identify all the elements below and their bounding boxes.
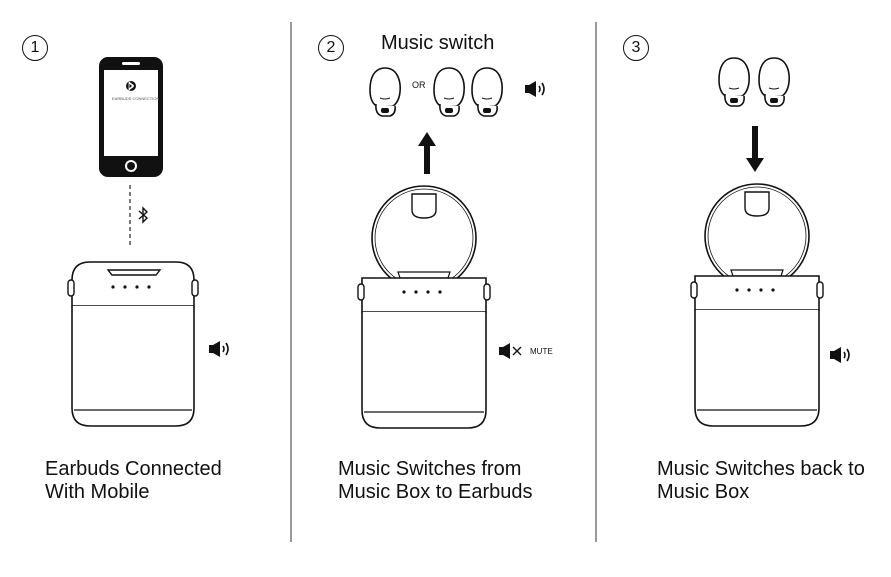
step-2-caption: Music Switches from Music Box to Earbuds	[338, 458, 533, 504]
step-2-caption-line-1: Music Switches from	[338, 458, 522, 480]
panel-divider-2	[595, 22, 597, 542]
phone-icon	[99, 57, 163, 177]
music-box-open	[690, 183, 824, 427]
step-3-panel: 3 Music Switches back to	[597, 0, 891, 577]
speaker-icon	[525, 81, 545, 97]
step-number-3: 3	[623, 35, 649, 61]
panel-divider-1	[290, 22, 292, 542]
earbud-icon	[433, 67, 465, 117]
step-1-caption-line-2: With Mobile	[45, 481, 150, 503]
step-1-caption-line-1: Earbuds Connected	[45, 458, 222, 480]
earbud-icon	[758, 57, 790, 107]
step-number-2: 2	[318, 35, 344, 61]
step-3-caption-line-1: Music Switches back to	[657, 458, 865, 480]
arrow-up-icon	[418, 132, 436, 174]
or-label: OR	[412, 80, 426, 90]
arrow-down-icon	[746, 126, 764, 172]
phone-screen-text: EARBUDS CONNECTION	[112, 96, 160, 101]
earbud-icon	[718, 57, 750, 107]
step-1-panel: 1 EARBUDS CONNECTION Earbuds Connected	[0, 0, 290, 577]
step-2-title: Music switch	[381, 32, 495, 54]
speaker-icon	[830, 347, 850, 363]
step-3-caption: Music Switches back to Music Box	[657, 458, 865, 504]
music-box-open	[357, 185, 491, 429]
step-number-1: 1	[22, 35, 48, 61]
mute-label: MUTE	[530, 347, 553, 356]
speaker-icon	[209, 341, 229, 357]
step-3-caption-line-2: Music Box	[657, 481, 750, 503]
speaker-mute-icon	[499, 343, 522, 359]
step-2-caption-line-2: Music Box to Earbuds	[338, 481, 533, 503]
earbud-icon	[471, 67, 503, 117]
step-1-caption: Earbuds Connected With Mobile	[45, 458, 222, 504]
step-2-panel: 2 Music switch OR	[292, 0, 595, 577]
bluetooth-icon	[138, 206, 149, 224]
music-box-closed	[67, 261, 199, 427]
connection-dashed-line	[129, 185, 131, 247]
earbud-icon	[369, 67, 401, 117]
